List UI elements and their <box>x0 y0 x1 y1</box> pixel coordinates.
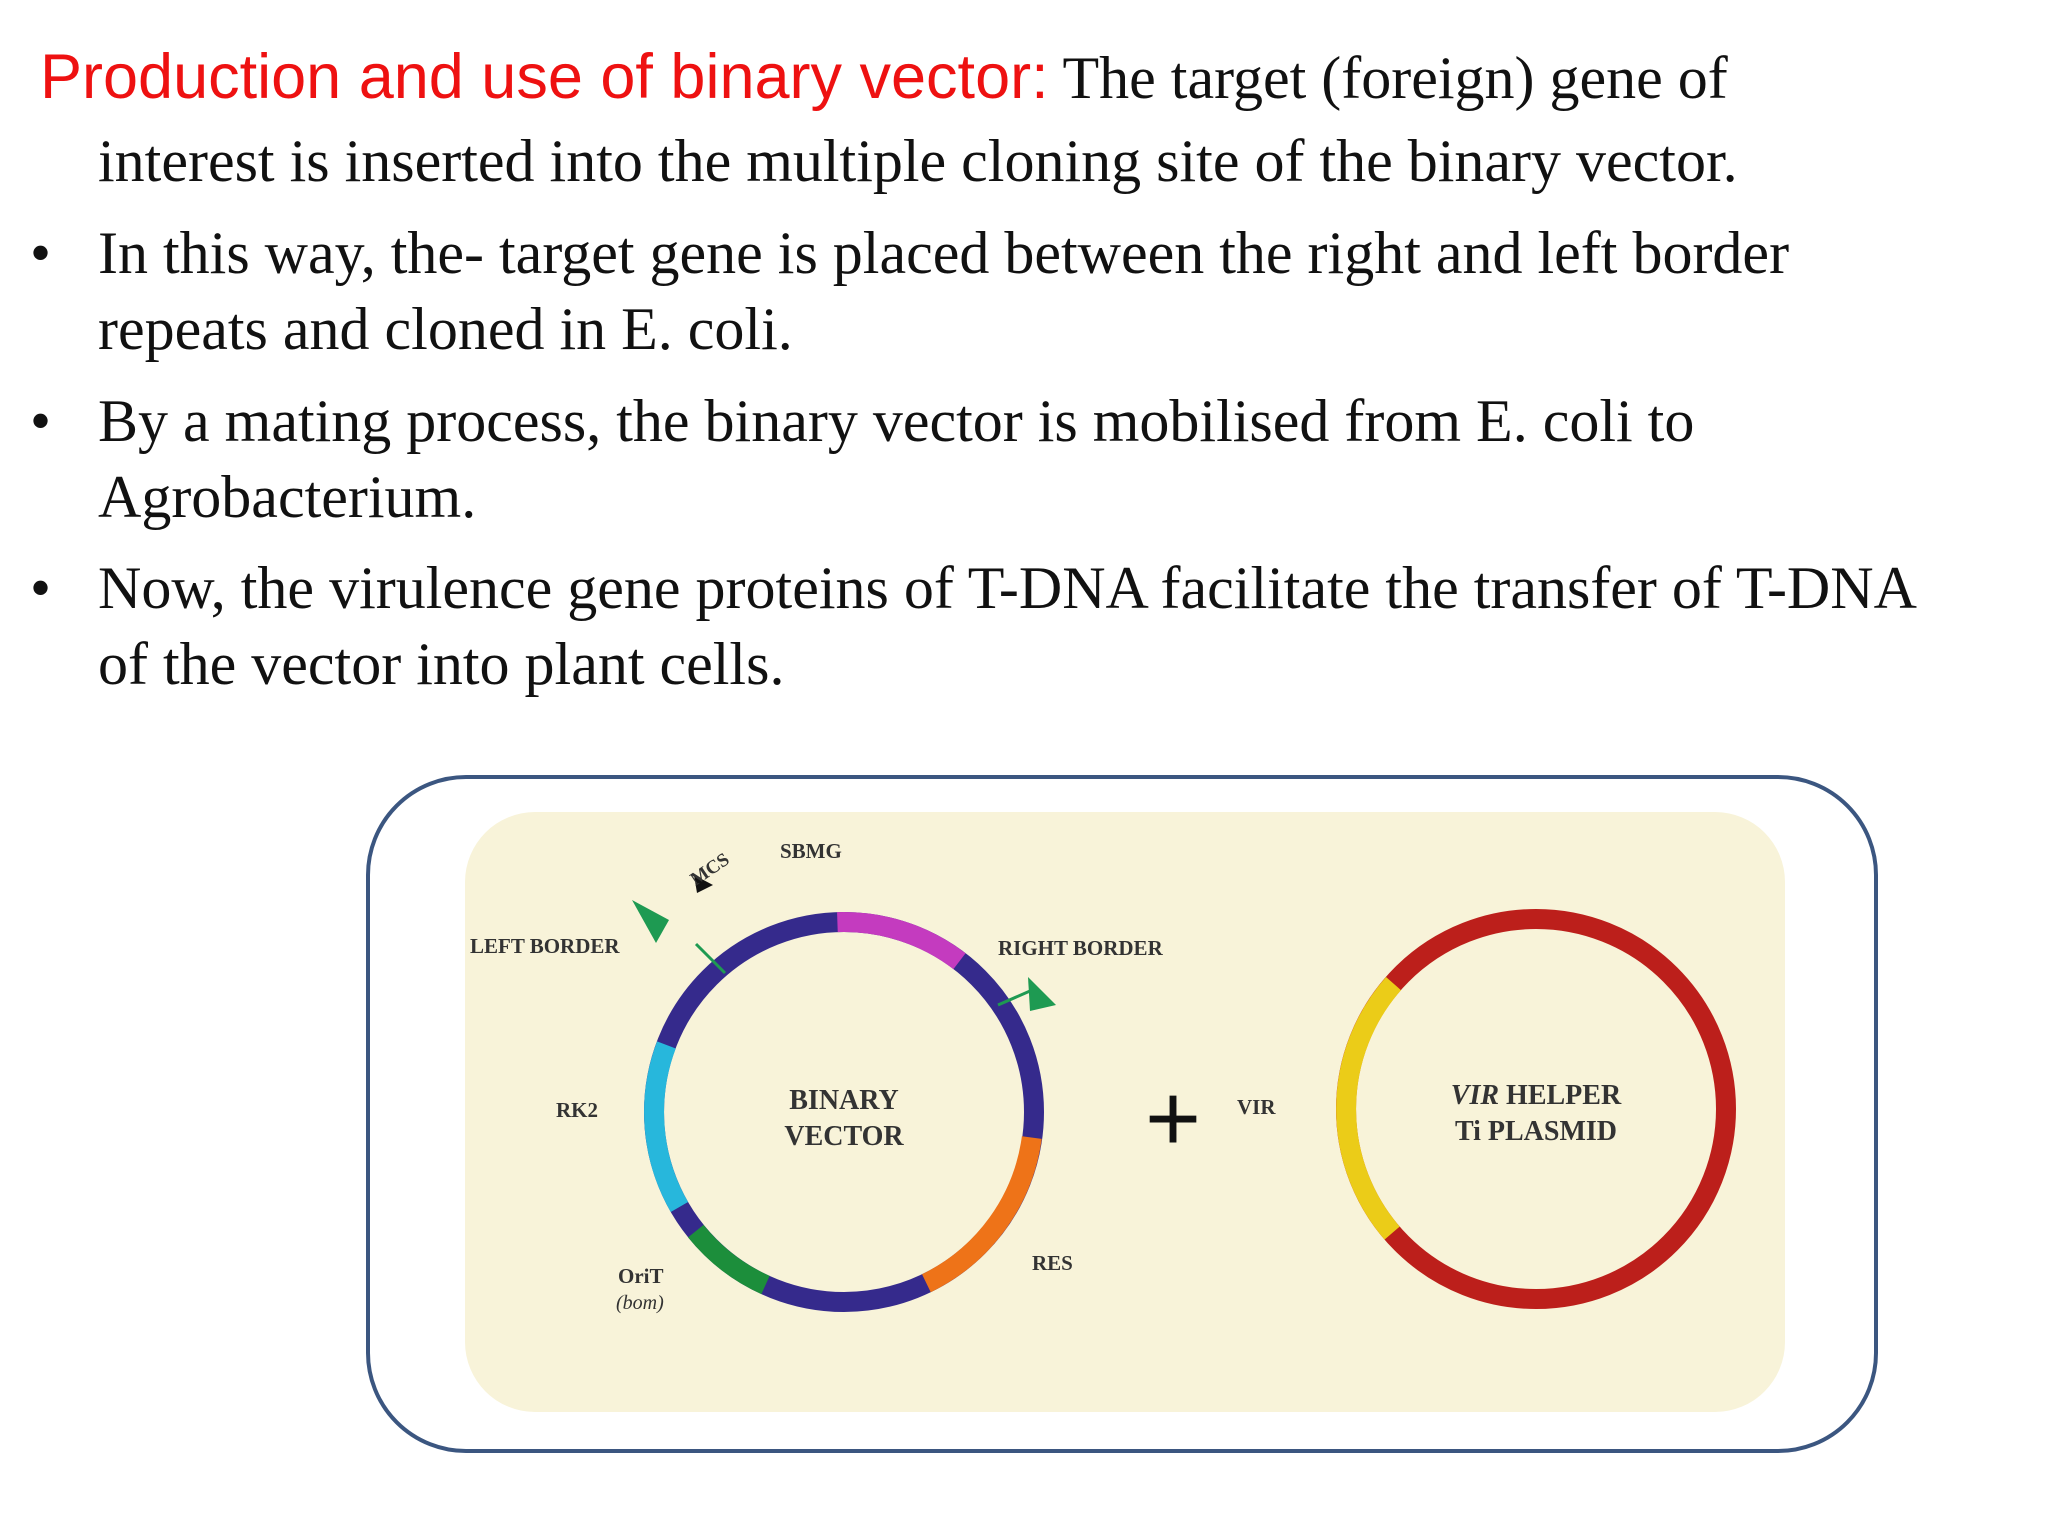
vir-label: VIR <box>1237 1095 1276 1119</box>
binary-vector-title-line1: BINARY <box>789 1085 898 1116</box>
res-label: RES <box>1032 1251 1073 1275</box>
sbmg-label: SBMG <box>780 839 842 863</box>
plus-sign: + <box>1145 1065 1201 1172</box>
right-border-label: RIGHT BORDER <box>998 936 1164 960</box>
binary-vector-title-line2: VECTOR <box>784 1121 904 1152</box>
helper-title-line1: VIR HELPER <box>1451 1080 1622 1111</box>
intro-text-line1: The target (foreign) gene of <box>1049 45 1728 111</box>
helper-word: HELPER <box>1499 1080 1622 1111</box>
bullet-item-1: • In this way, the- target gene is place… <box>0 215 2040 375</box>
bullet-2-line2: Agrobacterium. <box>98 459 2028 535</box>
title-colon: : <box>1031 42 1049 112</box>
left-border-label: LEFT BORDER <box>470 934 620 958</box>
plasmid-diagram: SBMG MCS LEFT BORDER RIGHT BORDER RK2 Or… <box>370 779 1874 1449</box>
bullet-1-line1: In this way, the- target gene is placed … <box>98 215 2028 291</box>
bullet-marker: • <box>30 550 51 626</box>
bullet-marker: • <box>30 215 51 291</box>
bom-label: (bom) <box>616 1292 664 1314</box>
helper-title-line2: Ti PLASMID <box>1455 1116 1617 1147</box>
slide-title: Production and use of binary vector <box>40 42 1031 112</box>
bullet-item-2: • By a mating process, the binary vector… <box>0 383 2040 543</box>
diagram-frame: SBMG MCS LEFT BORDER RIGHT BORDER RK2 Or… <box>366 775 1878 1453</box>
bullet-2-line1: By a mating process, the binary vector i… <box>98 383 2028 459</box>
bullet-item-3: • Now, the virulence gene proteins of T-… <box>0 550 2040 710</box>
bullet-marker: • <box>30 383 51 459</box>
rk2-label: RK2 <box>556 1098 598 1122</box>
bullet-1-line2: repeats and cloned in E. coli. <box>98 291 2028 367</box>
vir-italic: VIR <box>1451 1080 1499 1111</box>
orit-label: OriT <box>618 1264 664 1288</box>
slide-heading-line: Production and use of binary vector: The… <box>40 38 2030 133</box>
intro-text-line2: interest is inserted into the multiple c… <box>98 122 1738 200</box>
bullet-3-line2: of the vector into plant cells. <box>98 626 2028 702</box>
bullet-3-line1: Now, the virulence gene proteins of T-DN… <box>98 550 2028 626</box>
